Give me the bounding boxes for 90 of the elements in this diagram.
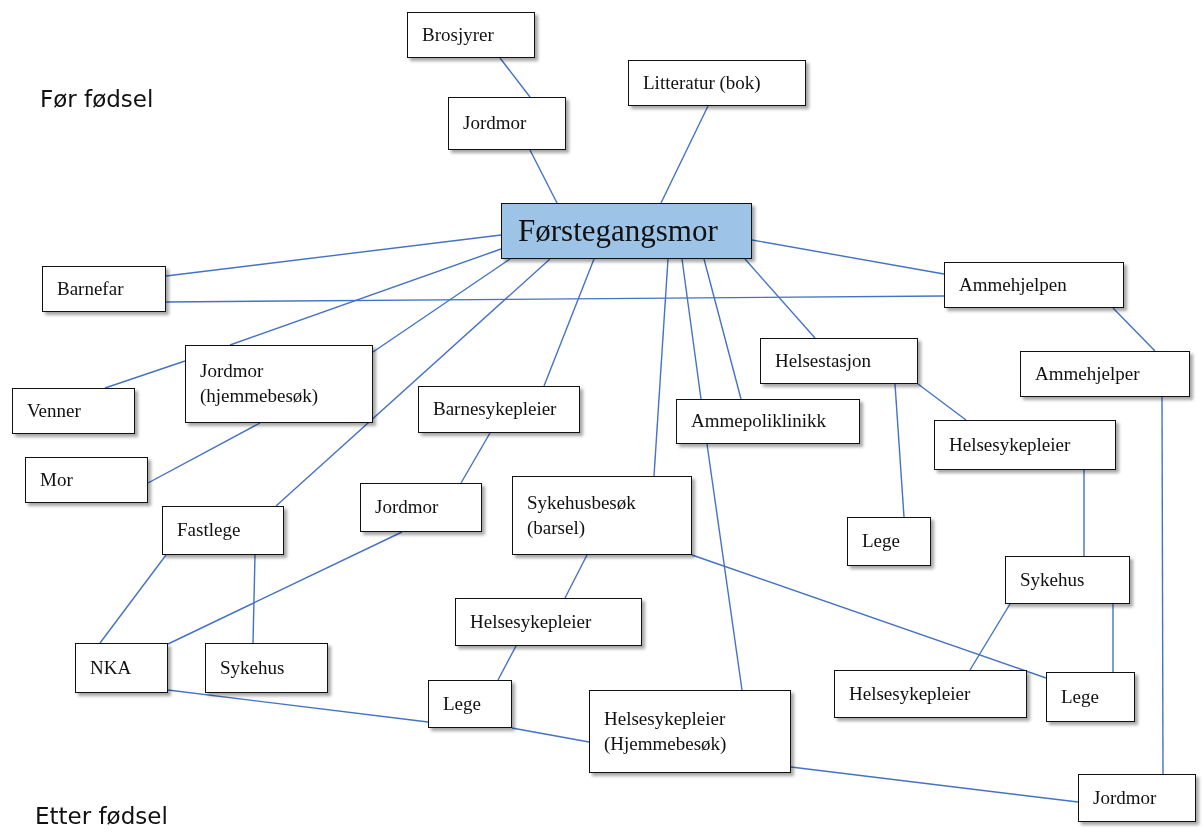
connector-line (1161, 396, 1164, 775)
node-box (934, 420, 1116, 470)
connector-line (969, 603, 1011, 671)
connector-line (744, 258, 816, 339)
node-label: Barnesykepleier (433, 397, 557, 422)
node-label: Helsesykepleier (849, 681, 971, 706)
connector-line (511, 727, 590, 743)
node-box (760, 338, 918, 384)
node-label: Venner (27, 398, 81, 423)
connector-line (460, 432, 491, 484)
connector-line (1112, 307, 1156, 352)
node-label: Lege (443, 691, 481, 716)
node-label: Barnefar (57, 276, 124, 301)
node-label: Sykehus (220, 655, 285, 680)
node-box (628, 60, 806, 106)
connector-line (229, 248, 502, 346)
node-label: Helsesykepleier (949, 432, 1071, 457)
connector-line (653, 258, 669, 477)
connector-line (564, 554, 588, 599)
node-box (1046, 672, 1135, 722)
node-box (847, 517, 931, 566)
node-box (448, 97, 566, 150)
connector-line (790, 766, 1079, 803)
connector-line (372, 258, 511, 353)
node-box (205, 643, 328, 693)
node-box (42, 266, 166, 312)
connector-line (275, 258, 551, 507)
node-label: Jordmor (375, 495, 439, 520)
connector-line (104, 360, 186, 389)
connector-line (703, 258, 742, 400)
node-box (360, 483, 482, 532)
node-label: Lege (1061, 684, 1099, 709)
connector-line (497, 645, 517, 681)
connector-line (99, 554, 167, 644)
node-box (676, 399, 860, 444)
node-label: Lege (862, 529, 900, 554)
section-label: Før fødsel (40, 86, 154, 112)
connector-line (165, 234, 502, 277)
node-label: Ammehjelpen (959, 272, 1067, 297)
node-label: Helsesykepleier (470, 609, 592, 634)
node-box (834, 670, 1027, 718)
connector-line (167, 689, 429, 723)
node-box (512, 476, 692, 555)
node-box (455, 598, 642, 646)
node-label: Fastlege (177, 518, 241, 543)
connector-line (529, 149, 558, 204)
connector-line (1112, 603, 1114, 673)
node-box (1020, 351, 1190, 397)
section-label: Etter fødsel (35, 803, 168, 829)
node-label: Sykehus (1020, 567, 1085, 592)
connector-line (165, 295, 945, 303)
node-box (418, 386, 580, 433)
connector-line (917, 383, 967, 421)
connector-line (252, 554, 256, 644)
connector-line (894, 383, 905, 518)
node-label: Brosjyrer (422, 22, 494, 47)
connector-line (681, 258, 702, 400)
connector-line (751, 239, 945, 275)
node-box (428, 680, 512, 728)
node-label: NKA (90, 655, 132, 680)
node-label: Sykehusbesøk (barsel) (527, 490, 637, 540)
connector-line (706, 443, 743, 691)
connector-line (167, 531, 403, 645)
node-label: Mor (40, 467, 73, 492)
node-box (1005, 556, 1130, 604)
node-label: Helsestasjon (775, 348, 872, 373)
node-label: Jordmor (1093, 785, 1157, 810)
node-box (407, 12, 535, 58)
node-box (1078, 774, 1196, 822)
node-label: Litteratur (bok) (643, 70, 761, 95)
connector-line (691, 554, 1047, 679)
node-label: Førstegangsmor (518, 211, 718, 250)
node-box (944, 262, 1124, 308)
node-label: Jordmor (463, 111, 527, 136)
node-box (185, 345, 373, 423)
node-label: Jordmor (hjemmebesøk) (200, 359, 320, 408)
node-label: Ammehjelper (1035, 361, 1140, 386)
node-box (12, 388, 135, 434)
central-box (501, 203, 752, 259)
connector-line (660, 105, 709, 204)
node-box (162, 506, 284, 555)
connector-line (543, 258, 595, 387)
node-box (25, 457, 148, 503)
node-label: Ammepoliklinikk (691, 409, 827, 434)
node-box (589, 690, 791, 773)
connector-line (147, 422, 261, 484)
connector-line (1083, 469, 1085, 557)
connector-line (499, 57, 531, 98)
node-label: Helsesykepleier (Hjemmebesøk) (604, 706, 728, 756)
node-box (75, 643, 168, 693)
